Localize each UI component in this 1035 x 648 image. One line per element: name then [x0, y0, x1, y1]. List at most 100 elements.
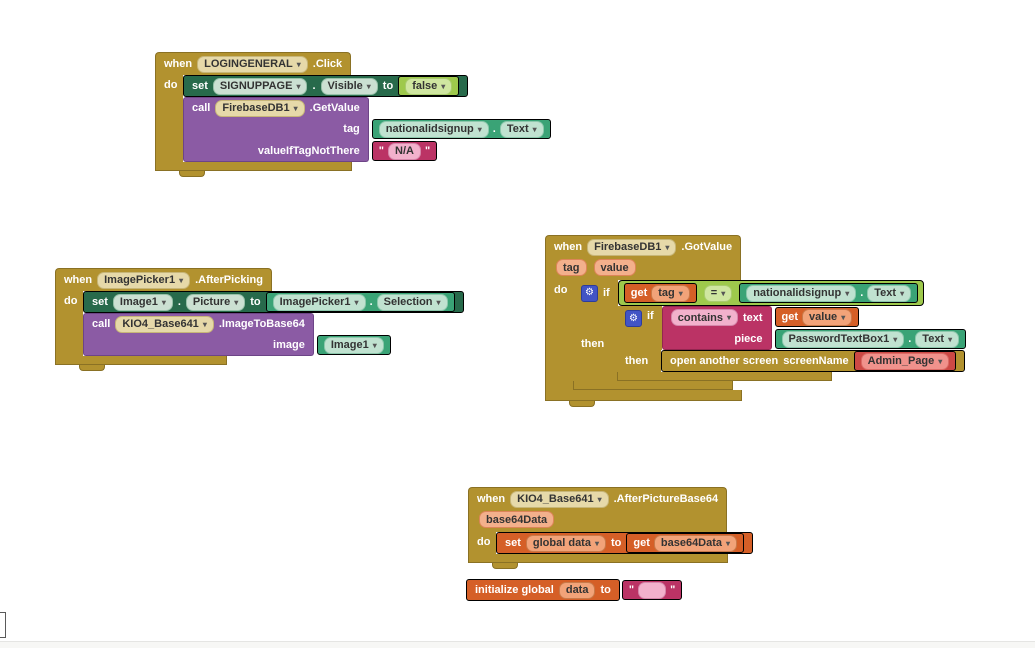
image-arg-label: image	[273, 338, 305, 351]
get-label: get	[630, 287, 648, 299]
component-dropdown[interactable]: LOGINGENERAL	[197, 55, 308, 73]
set-global-variable-block[interactable]: set global data to get base64Data	[496, 532, 754, 554]
screen-dropdown[interactable]: Admin_Page	[860, 352, 950, 370]
do-gutter: do	[545, 280, 573, 390]
close-quote: "	[424, 145, 431, 157]
to-label: to	[600, 584, 611, 596]
block-bottom-tab	[79, 365, 105, 371]
component-getter-block[interactable]: Image1	[316, 335, 391, 355]
open-quote: "	[378, 145, 384, 157]
call-row: call KIO4_Base641 .ImageToBase64	[83, 313, 314, 334]
block-bottom-bar	[155, 162, 352, 171]
mutator-gear-icon[interactable]: ⚙	[581, 284, 598, 302]
component-getter-block[interactable]: nationalidsignup . Text	[739, 283, 919, 303]
call-label: call	[192, 102, 211, 114]
component-dropdown[interactable]: KIO4_Base641	[510, 490, 609, 508]
property-dropdown[interactable]: Selection	[376, 293, 448, 311]
event-block-header: when LOGINGENERAL .Click	[155, 52, 352, 75]
equals-compare-block[interactable]: get tag = nationalidsignup . Text	[617, 280, 925, 306]
initialize-global-block[interactable]: initialize global data to " "	[466, 579, 683, 601]
logic-value-dropdown[interactable]: false	[405, 77, 453, 95]
event-name-label: .AfterPictureBase64	[613, 493, 719, 505]
event-body: do set Image1 . Picture to ImagePicker1 …	[55, 291, 464, 356]
block-bottom-bar	[573, 381, 733, 390]
variable-dropdown[interactable]: value	[802, 308, 853, 326]
get-variable-block[interactable]: get base64Data	[626, 533, 745, 553]
got-value-event-block[interactable]: when FirebaseDB1 .GotValue tag value do …	[545, 235, 967, 407]
piece-arg-label: piece	[734, 332, 763, 345]
component-dropdown[interactable]: nationalidsignup	[378, 120, 489, 138]
tag-arg-label: tag	[343, 123, 360, 135]
clipped-edge-element	[0, 612, 6, 638]
screen-name-block[interactable]: Admin_Page	[853, 351, 957, 371]
property-dropdown[interactable]: Text	[915, 330, 960, 348]
after-picture-event-block[interactable]: when KIO4_Base641 .AfterPictureBase64 ba…	[468, 487, 754, 569]
then-segment: then	[573, 306, 617, 381]
property-dropdown[interactable]: Text	[867, 284, 912, 302]
text-string-block[interactable]: " N/A "	[371, 141, 438, 161]
contains-text-block[interactable]: contains text get value	[661, 306, 967, 350]
close-quote: "	[670, 584, 676, 596]
do-gutter: do	[155, 75, 183, 162]
operator-dropdown[interactable]: =	[703, 284, 733, 302]
component-getter-block[interactable]: PasswordTextBox1 . Text	[774, 329, 967, 349]
component-dropdown[interactable]: FirebaseDB1	[215, 99, 305, 117]
text-string-field[interactable]	[638, 581, 667, 599]
get-variable-block[interactable]: get value	[774, 307, 860, 327]
get-label: get	[633, 537, 650, 549]
screen-name-label: screenName	[783, 355, 849, 367]
event-params-row: base64Data	[469, 510, 564, 532]
call-row: call FirebaseDB1 .GetValue	[183, 97, 369, 118]
component-dropdown[interactable]: PasswordTextBox1	[781, 330, 905, 348]
component-dropdown[interactable]: Image1	[112, 293, 173, 311]
when-label: when	[164, 58, 193, 70]
property-dropdown[interactable]: Visible	[320, 77, 378, 95]
open-another-screen-block[interactable]: open another screen screenName Admin_Pag…	[661, 350, 966, 372]
after-picking-event-block[interactable]: when ImagePicker1 .AfterPicking do set I…	[55, 268, 464, 371]
component-dropdown[interactable]: SIGNUPPAGE	[212, 77, 308, 95]
if-block-inner[interactable]: ⚙ if contains text	[617, 306, 967, 381]
text-string-field[interactable]: N/A	[388, 142, 421, 160]
component-dropdown[interactable]: ImagePicker1	[272, 293, 366, 311]
login-click-event-block[interactable]: when LOGINGENERAL .Click do set SIGNUPPA…	[155, 52, 551, 177]
component-dropdown[interactable]: KIO4_Base641	[115, 315, 214, 333]
empty-cell	[314, 313, 391, 334]
false-logic-block[interactable]: false	[398, 76, 460, 96]
component-dropdown[interactable]: nationalidsignup	[746, 284, 857, 302]
component-getter-block[interactable]: ImagePicker1 . Selection	[265, 292, 455, 312]
to-label: to	[610, 537, 622, 549]
get-value-call-block[interactable]: call FirebaseDB1 .GetValue tag nationali…	[183, 97, 551, 162]
param-chip-value: value	[593, 259, 636, 276]
get-variable-block[interactable]: get tag	[623, 283, 697, 303]
image-to-base64-call-block[interactable]: call KIO4_Base641 .ImageToBase64 image I…	[83, 313, 391, 356]
variable-dropdown[interactable]: base64Data	[653, 534, 738, 552]
do-gutter: do	[468, 532, 496, 554]
method-label: .GetValue	[309, 102, 360, 114]
variable-dropdown[interactable]: global data	[525, 534, 606, 552]
mutator-gear-icon[interactable]: ⚙	[625, 310, 642, 327]
empty-cell	[369, 97, 551, 118]
if-block-outer[interactable]: ⚙ if get tag = nationalidsignup . Text	[573, 280, 967, 390]
component-dropdown[interactable]: ImagePicker1	[97, 271, 191, 289]
method-label: .ImageToBase64	[218, 318, 305, 330]
contains-operator-dropdown[interactable]: contains	[670, 309, 738, 326]
block-bottom-bar	[468, 554, 728, 563]
set-picture-block[interactable]: set Image1 . Picture to ImagePicker1 . S…	[83, 291, 464, 313]
to-label: to	[250, 296, 261, 308]
set-visible-block[interactable]: set SIGNUPPAGE . Visible to false	[183, 75, 469, 97]
property-dropdown[interactable]: Text	[499, 120, 544, 138]
set-label: set	[192, 80, 208, 92]
empty-text-string-block[interactable]: " "	[621, 580, 683, 600]
dot-label: .	[177, 296, 181, 308]
component-getter-block[interactable]: nationalidsignup . Text	[371, 119, 551, 139]
component-dropdown[interactable]: FirebaseDB1	[587, 238, 677, 256]
then-label: then	[581, 337, 605, 350]
event-header-row: when LOGINGENERAL .Click	[156, 53, 350, 75]
event-header-row: when FirebaseDB1 .GotValue	[546, 236, 740, 258]
property-dropdown[interactable]: Picture	[185, 293, 246, 311]
variable-dropdown[interactable]: tag	[651, 284, 690, 302]
global-variable-name-field[interactable]: data	[558, 581, 596, 599]
event-header-row: when ImagePicker1 .AfterPicking	[56, 269, 271, 291]
block-bottom-bar	[55, 356, 227, 365]
component-dropdown[interactable]: Image1	[323, 336, 384, 354]
